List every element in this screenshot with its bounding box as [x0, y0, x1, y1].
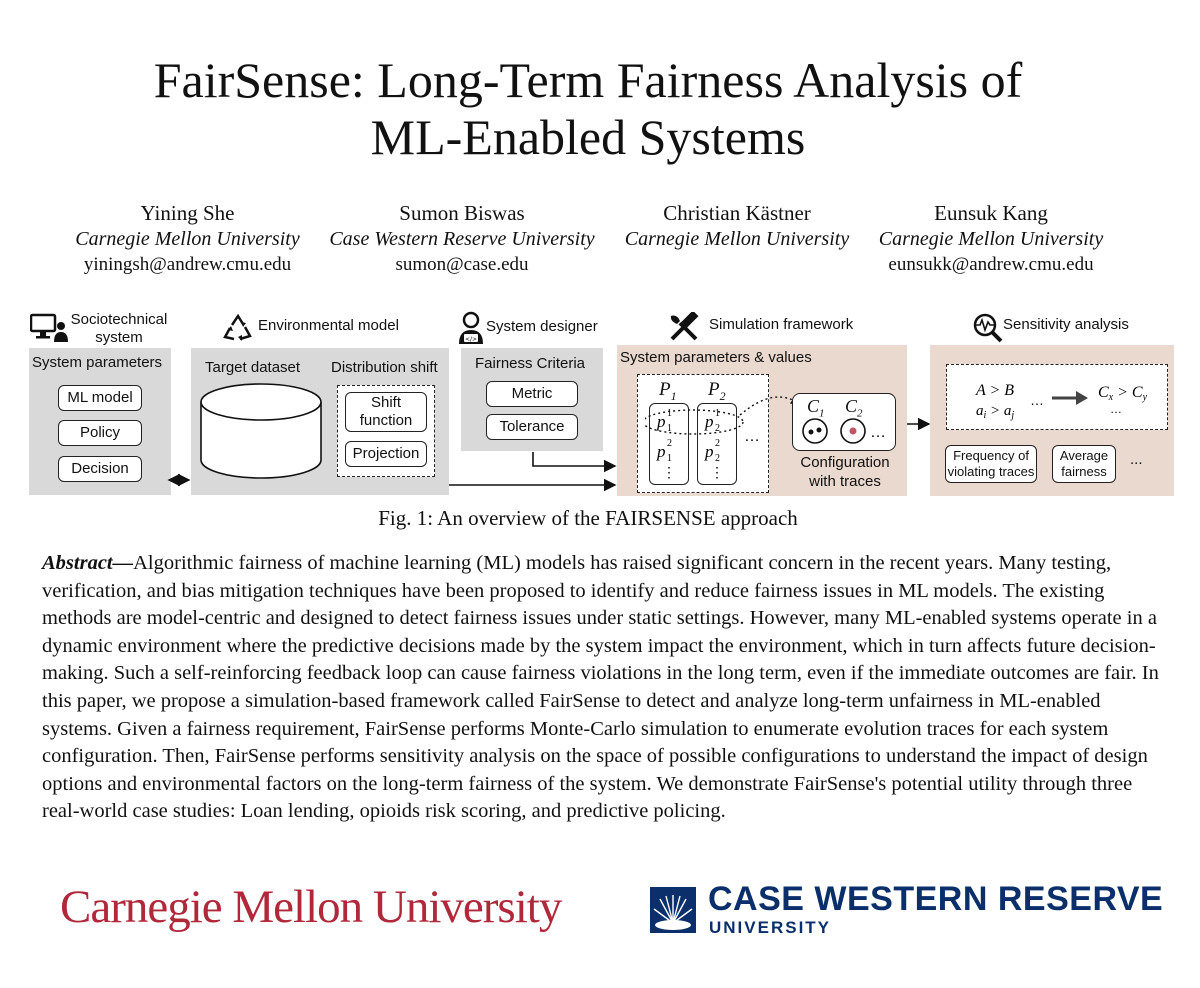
svg-text:⋮: ⋮: [662, 466, 676, 481]
sim-to-sensitivity-arrow: [907, 417, 931, 431]
rules-math: A > B ai > aj … Cx > Cy …: [975, 382, 1148, 421]
database-cylinder-icon: [200, 383, 322, 479]
designer-icon: </>: [459, 311, 483, 344]
fairness-criteria-label: Fairness Criteria: [475, 355, 586, 372]
svg-text:…: …: [870, 424, 886, 441]
environmental-header: Environmental model: [258, 317, 399, 334]
policy-box: Policy: [58, 420, 142, 446]
more-metrics: ...: [1130, 451, 1143, 468]
svg-text:2: 2: [715, 423, 720, 434]
projection-box: Projection: [345, 441, 427, 467]
author-4: Eunsuk Kang Carnegie Mellon University e…: [866, 200, 1116, 278]
average-fairness-box: Average fairness: [1052, 445, 1116, 483]
figure-caption: Fig. 1: An overview of the FAIRSENSE app…: [378, 506, 798, 530]
environment-panel: Target dataset Distribution shift Shift …: [191, 348, 449, 495]
configuration-label: Configuration with traces: [800, 454, 890, 490]
sensitivity-header: Sensitivity analysis: [1003, 316, 1129, 333]
svg-text:p: p: [656, 442, 666, 461]
title-line-2: ML-Enabled Systems: [370, 109, 806, 165]
author-affiliation: Case Western Reserve University: [329, 228, 595, 250]
svg-text:2: 2: [667, 438, 672, 449]
param-p2: P2: [708, 379, 726, 403]
author-email: eunsukk@andrew.cmu.edu: [888, 254, 1094, 275]
svg-text:2: 2: [715, 453, 720, 464]
svg-text:p: p: [656, 412, 666, 431]
system-designer-header: System designer: [486, 318, 598, 335]
svg-text:…: …: [1030, 392, 1044, 408]
recycle-icon: [223, 313, 252, 341]
designer-panel: Fairness Criteria Metric Tolerance: [461, 348, 603, 451]
sensitivity-panel: A > B ai > aj … Cx > Cy … Frequency of v…: [930, 345, 1174, 496]
svg-text:</>: </>: [465, 336, 477, 343]
shift-function-box: Shift function: [345, 392, 427, 432]
frequency-violating-box: Frequency of violating traces: [945, 445, 1037, 483]
abstract: Abstract—Algorithmic fairness of machine…: [42, 550, 1162, 826]
simulation-panel: System parameters & values P1 P2 p 1 1 p…: [617, 345, 907, 496]
svg-text:p: p: [704, 442, 714, 461]
svg-text:A > B: A > B: [975, 382, 1014, 399]
svg-text:1: 1: [667, 423, 672, 434]
title-line-1: FairSense: Long-Term Fairness Analysis o…: [153, 52, 1023, 108]
svg-text:⋮: ⋮: [710, 466, 724, 481]
svg-text:2: 2: [715, 438, 720, 449]
cwru-logo-subtitle: UNIVERSITY: [709, 918, 832, 937]
sociotechnical-panel: System parameters ML model Policy Decisi…: [29, 348, 171, 495]
config-c2: C2: [845, 396, 863, 420]
distribution-shift-label: Distribution shift: [331, 359, 438, 376]
author-name: Eunsuk Kang: [934, 201, 1048, 225]
parameter-values-math: p 1 1 p 2 1 ⋮ p 1 2 p 2 2 ⋮ …: [656, 408, 760, 481]
magnifier-pulse-icon: [973, 313, 1003, 343]
tolerance-box: Tolerance: [486, 414, 578, 440]
author-affiliation: Carnegie Mellon University: [75, 228, 300, 250]
distribution-shift-box: Shift function Projection: [337, 385, 435, 477]
computer-user-icon: [30, 313, 68, 342]
cwru-logo-title: CASE WESTERN RESERVE: [708, 880, 1164, 918]
config-c1: C1: [807, 396, 825, 420]
hammer-wrench-icon: [670, 312, 699, 341]
abstract-label: Abstract—: [42, 552, 134, 574]
author-2: Sumon Biswas Case Western Reserve Univer…: [318, 200, 606, 278]
svg-text:1: 1: [667, 408, 672, 419]
p2-values-column: [697, 403, 737, 485]
author-name: Yining She: [140, 201, 235, 225]
system-params-values-label: System parameters & values: [620, 349, 812, 366]
decision-box: Decision: [58, 456, 142, 482]
svg-text:Cx > Cy: Cx > Cy: [1098, 384, 1148, 403]
author-affiliation: Carnegie Mellon University: [878, 228, 1104, 250]
paper-title: FairSense: Long-Term Fairness Analysis o…: [0, 52, 1176, 166]
svg-text:…: …: [1110, 402, 1122, 416]
system-parameters-label: System parameters: [32, 354, 163, 371]
sociotechnical-header: Sociotechnical system: [70, 311, 168, 346]
svg-text:…: …: [744, 428, 760, 445]
author-email: sumon@case.edu: [395, 254, 529, 275]
cwru-seal-icon: [650, 887, 696, 933]
svg-text:1: 1: [667, 453, 672, 464]
simulation-header: Simulation framework: [709, 316, 854, 333]
svg-text:ai > aj: ai > aj: [976, 403, 1014, 421]
target-dataset-label: Target dataset: [205, 359, 301, 376]
p1-values-column: [649, 403, 689, 485]
cmu-logo: Carnegie Mellon University: [60, 881, 562, 933]
author-1: Yining She Carnegie Mellon University yi…: [60, 200, 315, 278]
author-email: yiningsh@andrew.cmu.edu: [83, 254, 292, 275]
abstract-text: Algorithmic fairness of machine learning…: [42, 552, 1159, 823]
author-affiliation: Carnegie Mellon University: [624, 228, 850, 250]
svg-text:1: 1: [715, 408, 720, 419]
trace-icons: …: [802, 418, 886, 444]
author-name: Sumon Biswas: [399, 201, 525, 225]
ml-model-box: ML model: [58, 385, 142, 411]
param-p1: P1: [659, 379, 677, 403]
metric-box: Metric: [486, 381, 578, 407]
svg-text:p: p: [704, 412, 714, 431]
flow-arrows: [167, 452, 617, 492]
author-3: Christian Kästner Carnegie Mellon Univer…: [612, 200, 862, 252]
author-name: Christian Kästner: [663, 201, 811, 225]
